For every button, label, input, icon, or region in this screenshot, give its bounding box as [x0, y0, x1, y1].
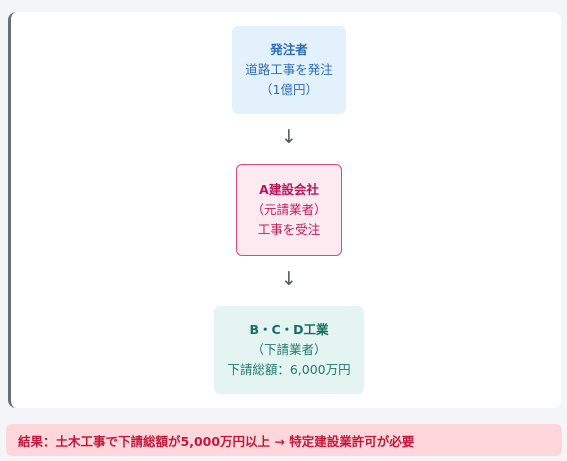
client-title: 発注者 [270, 42, 308, 57]
client-line2: （1億円） [260, 82, 318, 97]
client-node: 発注者 道路工事を発注 （1億円） [232, 26, 346, 114]
prime-contractor-node: A建設会社 （元請業者） 工事を受注 [236, 164, 342, 256]
flow-panel: 発注者 道路工事を発注 （1億円） ↓ A建設会社 （元請業者） 工事を受注 ↓… [8, 12, 561, 408]
down-arrow-icon: ↓ [281, 268, 297, 290]
client-line1: 道路工事を発注 [245, 62, 333, 77]
result-text: 結果：土木工事で下請総額が5,000万円以上 → 特定建設業許可が必要 [18, 433, 415, 449]
sub-title: B・C・D工業 [249, 322, 329, 337]
result-banner: 結果：土木工事で下請総額が5,000万円以上 → 特定建設業許可が必要 [6, 424, 562, 456]
sub-line1: （下請業者） [251, 342, 327, 357]
subcontractor-node: B・C・D工業 （下請業者） 下請総額：6,000万円 [214, 306, 364, 394]
prime-line1: （元請業者） [251, 202, 327, 217]
down-arrow-icon: ↓ [281, 126, 297, 148]
prime-line2: 工事を受注 [257, 222, 321, 237]
prime-title: A建設会社 [259, 182, 319, 197]
sub-line2: 下請総額：6,000万円 [227, 362, 351, 377]
